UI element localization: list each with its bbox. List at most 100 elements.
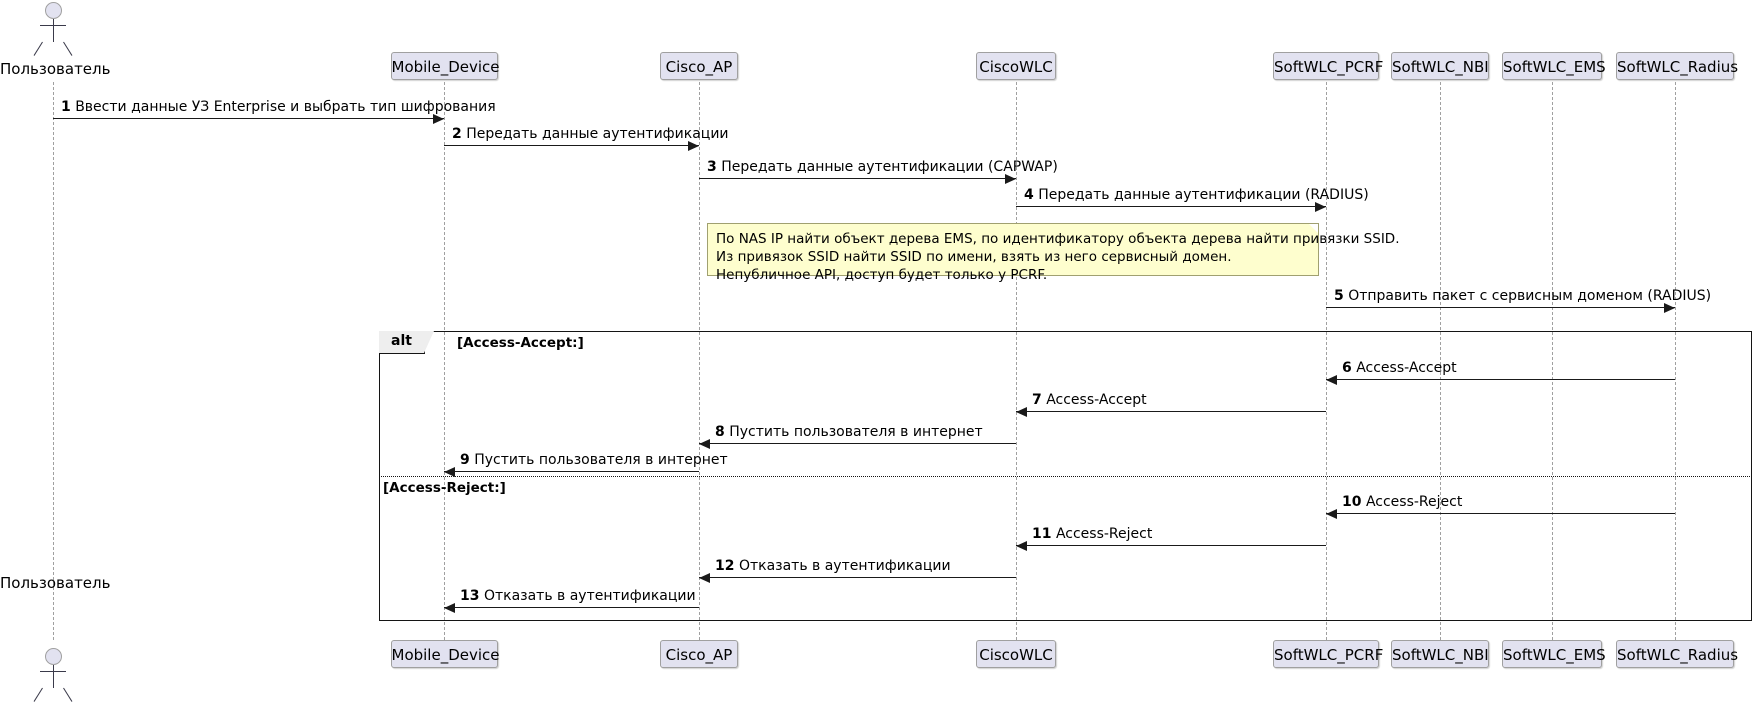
message-6-arrowhead	[1326, 374, 1337, 385]
actor-body-top	[52, 19, 54, 42]
message-8-text: Пустить пользователя в интернет	[729, 424, 983, 440]
note-box: По NAS IP найти объект дерева EMS, по ид…	[707, 223, 1400, 283]
message-9-line	[444, 471, 699, 472]
lifeline-пользователь	[53, 82, 54, 640]
message-10-text: Access-Reject	[1365, 494, 1463, 510]
message-1-label: 1 Ввести данные УЗ Enterprise и выбрать …	[61, 99, 496, 115]
participant-softwlc_nbi-top[interactable]: SoftWLC_NBI	[1391, 52, 1489, 80]
actor-leg-left-bottom	[33, 687, 43, 702]
alt-branch-divider	[379, 476, 1752, 477]
message-12-arrowhead	[699, 572, 710, 583]
message-3-text: Передать данные аутентификации (CAPWAP)	[721, 159, 1058, 175]
message-11-number: 11	[1032, 526, 1052, 542]
participant-softwlc_nbi-bottom[interactable]: SoftWLC_NBI	[1391, 640, 1489, 668]
message-12-line	[699, 577, 1016, 578]
message-5-arrowhead	[1664, 302, 1675, 313]
message-8-number: 8	[715, 424, 725, 440]
lifeline-softwlc_pcrf	[1326, 82, 1327, 640]
participant-mobile_device-top[interactable]: Mobile_Device	[390, 52, 500, 80]
participant-softwlc_ems-top[interactable]: SoftWLC_EMS	[1502, 52, 1606, 80]
message-1-line	[53, 118, 444, 119]
message-7-text: Access-Accept	[1046, 392, 1147, 408]
participant-softwlc_pcrf-top[interactable]: SoftWLC_PCRF	[1273, 52, 1383, 80]
message-12-text: Отказать в аутентификации	[738, 558, 951, 574]
message-5-line	[1326, 307, 1675, 308]
note-line-2: Из привязок SSID найти SSID по имени, вз…	[716, 249, 1232, 265]
lifeline-softwlc_nbi	[1440, 82, 1441, 640]
note-line-3: Непубличное API, доступ будет только у P…	[716, 267, 1048, 283]
message-1-arrowhead	[433, 113, 444, 124]
message-2-line	[444, 145, 699, 146]
message-2-label: 2 Передать данные аутентификации	[452, 126, 729, 142]
message-6-label: 6 Access-Accept	[1342, 360, 1457, 376]
message-11-line	[1016, 545, 1326, 546]
message-10-line	[1326, 513, 1675, 514]
message-6-text: Access-Accept	[1356, 360, 1457, 376]
note-line-1: По NAS IP найти объект дерева EMS, по ид…	[716, 231, 1400, 247]
message-4-label: 4 Передать данные аутентификации (RADIUS…	[1024, 187, 1369, 203]
actor-leg-right-top	[63, 41, 73, 56]
message-7-line	[1016, 411, 1326, 412]
actor-head-bottom	[44, 648, 62, 665]
message-3-label: 3 Передать данные аутентификации (CAPWAP…	[707, 159, 1058, 175]
participant-softwlc_radius-top[interactable]: SoftWLC_Radius	[1616, 52, 1738, 80]
message-9-text: Пустить пользователя в интернет	[474, 452, 728, 468]
message-2-number: 2	[452, 126, 462, 142]
participant-softwlc_radius-bottom[interactable]: SoftWLC_Radius	[1616, 640, 1738, 668]
message-10-number: 10	[1342, 494, 1362, 510]
message-9-label: 9 Пустить пользователя в интернет	[460, 452, 728, 468]
message-13-text: Отказать в аутентификации	[483, 588, 696, 604]
message-10-label: 10 Access-Reject	[1342, 494, 1462, 510]
message-3-line	[699, 178, 1016, 179]
message-13-label: 13 Отказать в аутентификации	[460, 588, 696, 604]
lifeline-softwlc_ems	[1552, 82, 1553, 640]
message-1-text: Ввести данные УЗ Enterprise и выбрать ти…	[75, 99, 496, 115]
message-10-arrowhead	[1326, 508, 1337, 519]
message-7-arrowhead	[1016, 406, 1027, 417]
actor-leg-left-top	[33, 41, 43, 56]
message-7-label: 7 Access-Accept	[1032, 392, 1147, 408]
participant-softwlc_ems-bottom[interactable]: SoftWLC_EMS	[1502, 640, 1606, 668]
message-3-number: 3	[707, 159, 717, 175]
message-2-arrowhead	[688, 140, 699, 151]
message-4-text: Передать данные аутентификации (RADIUS)	[1038, 187, 1369, 203]
actor-arms-bottom	[40, 671, 66, 672]
message-13-line	[444, 607, 699, 608]
actor-leg-right-bottom	[63, 687, 73, 702]
message-4-number: 4	[1024, 187, 1034, 203]
message-13-arrowhead	[444, 602, 455, 613]
participant-cisco_ap-bottom[interactable]: Cisco_AP	[660, 640, 738, 668]
message-3-arrowhead	[1005, 173, 1016, 184]
participant-softwlc_pcrf-bottom[interactable]: SoftWLC_PCRF	[1273, 640, 1383, 668]
participant-cisco_ap-top[interactable]: Cisco_AP	[660, 52, 738, 80]
actor-arms-top	[40, 25, 66, 26]
message-11-arrowhead	[1016, 540, 1027, 551]
message-7-number: 7	[1032, 392, 1042, 408]
message-5-label: 5 Отправить пакет с сервисным доменом (R…	[1334, 288, 1711, 304]
message-11-text: Access-Reject	[1055, 526, 1153, 542]
participant-ciscowlc-bottom[interactable]: CiscoWLC	[976, 640, 1056, 668]
actor-body-bottom	[52, 665, 54, 688]
message-13-number: 13	[460, 588, 480, 604]
actor-label-top: Пользователь	[0, 60, 111, 78]
lifeline-cisco_ap	[699, 82, 700, 640]
message-12-number: 12	[715, 558, 735, 574]
message-8-line	[699, 443, 1016, 444]
message-4-line	[1016, 206, 1326, 207]
participant-ciscowlc-top[interactable]: CiscoWLC	[976, 52, 1056, 80]
message-9-arrowhead	[444, 466, 455, 477]
message-9-number: 9	[460, 452, 470, 468]
lifeline-ciscowlc	[1016, 82, 1017, 640]
message-11-label: 11 Access-Reject	[1032, 526, 1152, 542]
lifeline-softwlc_radius	[1675, 82, 1676, 640]
alt-guard-1: [Access-Accept:]	[457, 335, 584, 351]
participant-mobile_device-bottom[interactable]: Mobile_Device	[390, 640, 500, 668]
message-6-number: 6	[1342, 360, 1352, 376]
lifeline-mobile_device	[444, 82, 445, 640]
message-1-number: 1	[61, 99, 71, 115]
message-8-label: 8 Пустить пользователя в интернет	[715, 424, 983, 440]
alt-fragment-operator: alt	[379, 331, 434, 354]
message-2-text: Передать данные аутентификации	[466, 126, 729, 142]
note-folded-corner	[1309, 224, 1318, 233]
